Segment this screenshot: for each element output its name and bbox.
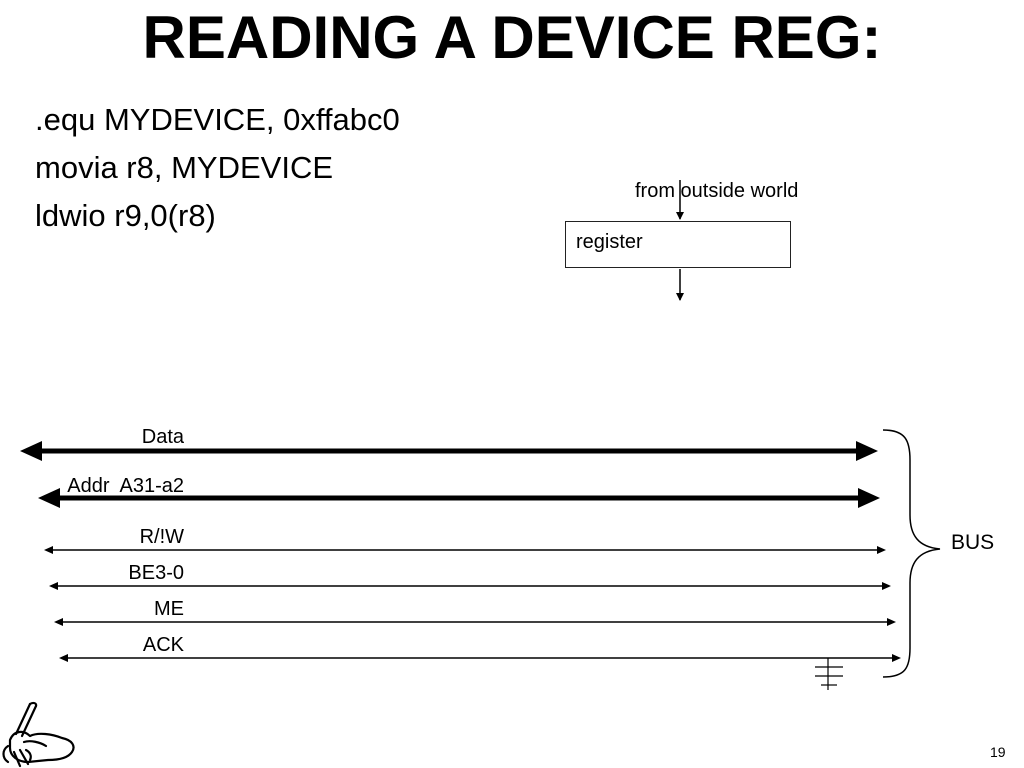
code-line: .equ MYDEVICE, 0xffabc0: [35, 102, 400, 137]
signal-label-ack: ACK: [142, 634, 184, 656]
page-number: 19: [990, 744, 1006, 760]
register-label: register: [576, 231, 643, 253]
signal-label-me: ME: [154, 598, 184, 620]
signal-line-data: [20, 441, 878, 461]
signal-label-be: BE3-0: [128, 562, 184, 584]
code-line: ldwio r9,0(r8): [35, 198, 216, 233]
register-box: register: [565, 221, 791, 268]
signal-label-data: Data: [141, 426, 184, 448]
bus-brace: [882, 429, 941, 678]
signal-line-addr: [38, 488, 880, 508]
register-input-label: from outside world: [635, 180, 799, 202]
code-line: movia r8, MYDEVICE: [35, 150, 334, 185]
slide-title: READING A DEVICE REG:: [142, 4, 882, 71]
signal-line-ack: [59, 654, 901, 662]
bus-label: BUS: [951, 531, 995, 554]
signal-line-rw: [44, 546, 886, 554]
hand-logo-icon: [2, 701, 75, 768]
signal-line-me: [54, 618, 896, 626]
ground-icon: [815, 658, 843, 690]
signal-line-be: [49, 582, 891, 590]
code-block: .equ MYDEVICE, 0xffabc0 movia r8, MYDEVI…: [35, 96, 400, 240]
signal-label-rw: R/!W: [139, 526, 184, 548]
signal-label-addr: Addr A31-a2: [67, 475, 184, 497]
